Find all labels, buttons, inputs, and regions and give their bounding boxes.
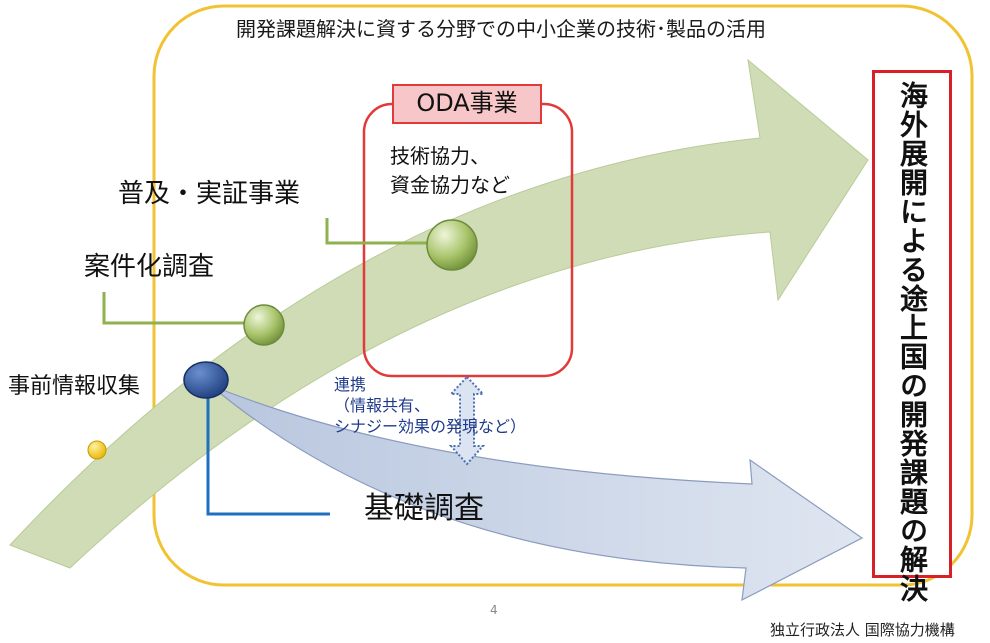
stage-label-fukyu: 普及・実証事業 [118,179,301,209]
diagram-title: 開発課題解決に資する分野での中小企業の技術･製品の活用 [236,17,766,41]
leader-line-kiso [206,383,330,516]
goal-text: 海外展開による途上国の開発課題の解決 [896,81,929,603]
stage-label-jizen: 事前情報収集 [8,374,141,399]
curved-blue-arrow-icon [209,384,864,602]
organization-name: 独立行政法人 国際協力機構 [770,621,955,639]
oda-label: ODA事業 [392,84,542,124]
goal-box: 海外展開による途上国の開発課題の解決 [872,70,952,603]
outer-frame [152,4,974,587]
stage-circle-anken [243,304,285,346]
stage-circle-jizen [183,361,229,399]
start-dot [87,440,107,460]
kiso-label: 基礎調査 [364,491,484,526]
page-number: 4 [490,603,498,617]
double-headed-dotted-arrow-icon [448,375,486,466]
leader-line-anken [102,292,245,325]
leader-line-fukyu [325,218,430,245]
oda-detail-text: 技術協力、 資金協力など [390,144,510,197]
renkei-text: 連携 （情報共有、 シナジー効果の発現など） [334,375,527,436]
stage-circle-fukyu [426,219,478,271]
stage-label-anken: 案件化調査 [84,252,215,282]
